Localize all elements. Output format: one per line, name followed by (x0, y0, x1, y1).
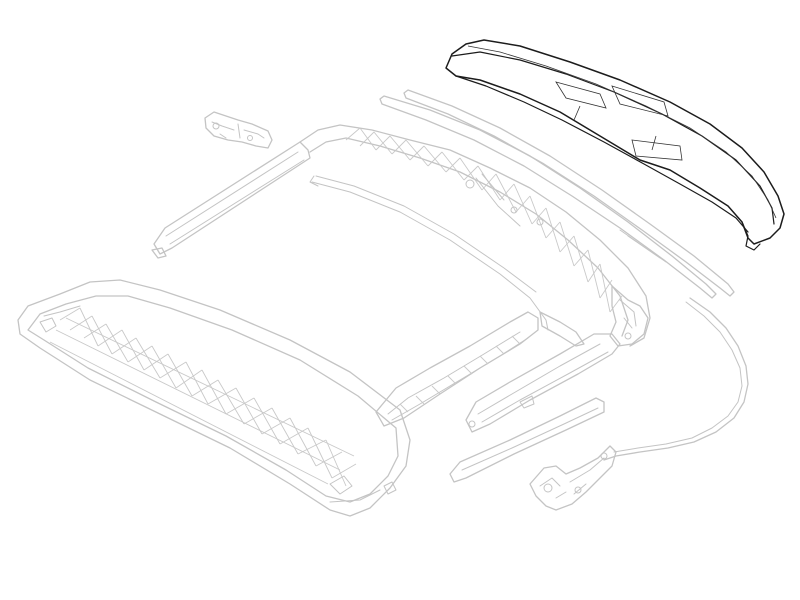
roof-frame-lattice (345, 127, 623, 313)
roof-frame-outline (299, 124, 651, 347)
front-roof-frame-panel[interactable] (17, 279, 411, 517)
hinge-bracket-upper-left[interactable] (204, 111, 273, 149)
trim-strip[interactable] (449, 397, 605, 483)
drain-hose[interactable] (603, 297, 749, 461)
rear-bow-highlighted[interactable] (445, 39, 785, 251)
rail-trim-left[interactable] (375, 311, 539, 427)
front-panel-lattice (39, 307, 397, 495)
roof-side-rail-left[interactable] (151, 141, 311, 259)
hinge-bracket-lower-right[interactable] (529, 445, 617, 511)
rail-trim-right[interactable] (465, 333, 621, 433)
hinge-mechanism-right[interactable] (609, 285, 649, 347)
weatherstrip-channels[interactable] (309, 89, 735, 299)
